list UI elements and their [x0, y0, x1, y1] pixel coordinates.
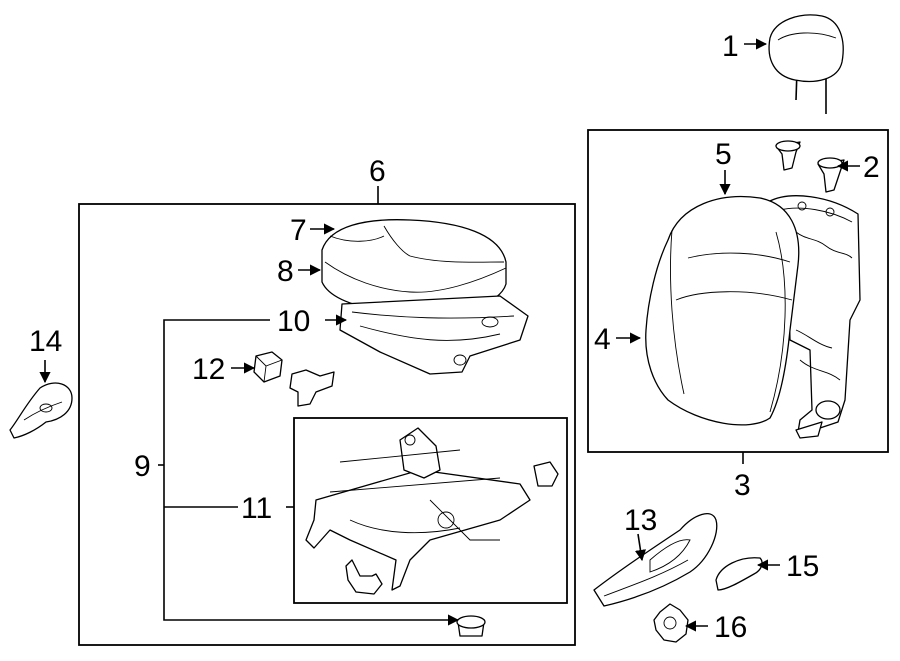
lever-part [715, 557, 763, 591]
callout-3: 3 [734, 469, 751, 502]
seat-cushion-group-box [78, 203, 576, 646]
seat-cap-part [456, 615, 486, 637]
leader-lines [39, 38, 860, 632]
seat-back-cover-part [645, 195, 800, 426]
callout-10: 10 [277, 305, 310, 338]
seat-cushion-frame-part [339, 295, 529, 375]
callout-7: 7 [290, 214, 307, 247]
knob-part [653, 603, 689, 643]
seat-back-group-box [587, 129, 889, 453]
callout-2: 2 [863, 151, 880, 184]
seat-cushion-part [321, 219, 507, 316]
recliner-cover-part [593, 513, 718, 607]
callout-8: 8 [277, 255, 294, 288]
headrest-guide-part [775, 140, 845, 193]
callout-6: 6 [369, 155, 386, 188]
callout-1: 1 [722, 30, 739, 63]
callout-13: 13 [624, 504, 657, 537]
callout-11: 11 [241, 492, 272, 525]
callout-numbers: 1 2 3 4 5 6 7 8 9 10 11 12 13 14 15 16 [29, 30, 880, 644]
seat-track-group-box [293, 417, 568, 604]
seat-track-part [305, 427, 559, 595]
callout-16: 16 [714, 611, 747, 644]
cushion-clip-part [253, 351, 335, 407]
callout-5: 5 [715, 138, 732, 171]
callout-4: 4 [594, 323, 611, 356]
callout-14: 14 [29, 325, 62, 358]
callout-9: 9 [134, 450, 151, 483]
headrest-part [768, 14, 844, 114]
callout-15: 15 [786, 550, 819, 583]
side-shield-part [9, 382, 73, 439]
callout-12: 12 [192, 353, 225, 386]
